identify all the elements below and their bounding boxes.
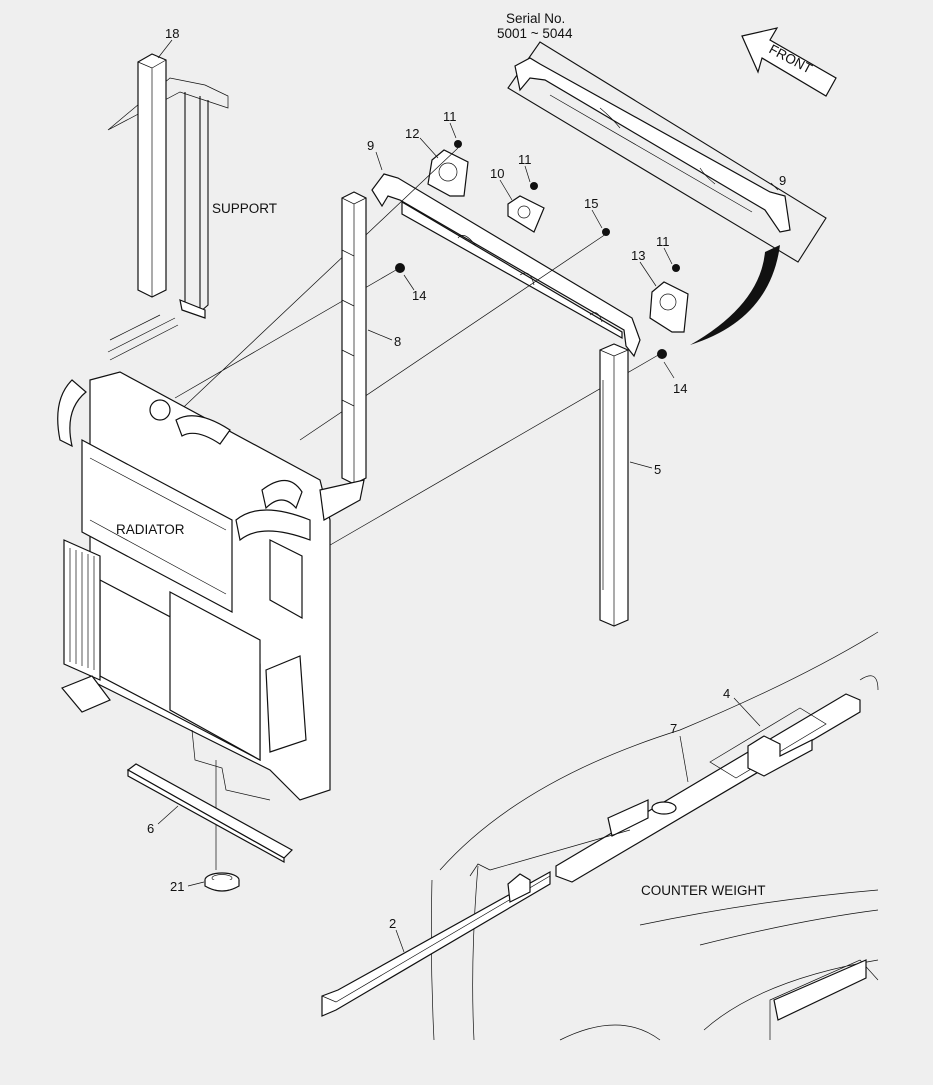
part-10-plate xyxy=(507,195,545,233)
callout-2: 2 xyxy=(389,916,396,931)
bolt-11-a xyxy=(454,140,462,148)
callout-9-frame: 9 xyxy=(367,138,374,153)
part-21-grommet xyxy=(204,872,240,892)
part-18-side-board xyxy=(137,53,167,298)
bolt-14-a xyxy=(395,263,405,273)
front-direction-arrow: FRONT xyxy=(741,27,837,97)
part-7-strip xyxy=(555,693,861,883)
serial-no-label: Serial No. xyxy=(506,11,565,26)
counter-weight-caption: COUNTER WEIGHT xyxy=(641,883,766,898)
serial-range-label: 5001 ~ 5044 xyxy=(497,26,573,41)
callout-21: 21 xyxy=(170,879,184,894)
callout-6: 6 xyxy=(147,821,154,836)
callout-18: 18 xyxy=(165,26,179,41)
callout-7: 7 xyxy=(670,721,677,736)
callout-9-detail: 9 xyxy=(779,173,786,188)
part-4-block xyxy=(709,707,827,779)
bolt-15 xyxy=(602,228,610,236)
callout-8: 8 xyxy=(394,334,401,349)
part-5-side-board xyxy=(599,343,629,627)
callout-4: 4 xyxy=(723,686,730,701)
callout-14-b: 14 xyxy=(673,381,687,396)
part-13-plate xyxy=(649,281,689,333)
serial-detail-box xyxy=(507,41,827,263)
support-frame: SUPPORT xyxy=(107,77,277,361)
callout-15: 15 xyxy=(584,196,598,211)
bolt-11-b xyxy=(530,182,538,190)
support-caption: SUPPORT xyxy=(212,201,277,216)
callout-13: 13 xyxy=(631,248,645,263)
radiator-caption: RADIATOR xyxy=(116,522,185,537)
callout-12: 12 xyxy=(405,126,419,141)
detail-indicator-arrow xyxy=(690,245,780,345)
callout-14-a: 14 xyxy=(412,288,426,303)
radiator-assembly xyxy=(57,371,365,801)
callout-11-a: 11 xyxy=(443,109,457,124)
part-12-plate xyxy=(427,149,469,197)
bolt-14-b xyxy=(657,349,667,359)
bolt-11-c xyxy=(672,264,680,272)
callout-5: 5 xyxy=(654,462,661,477)
part-9-upper-frame xyxy=(371,173,641,358)
callout-11-c: 11 xyxy=(656,234,670,249)
counter-weight-body xyxy=(430,631,879,1041)
part-2-strip xyxy=(321,870,551,1017)
callout-10: 10 xyxy=(490,166,504,181)
callout-11-b: 11 xyxy=(518,152,532,167)
part-6-strip xyxy=(126,763,293,864)
part-8-side-board xyxy=(341,191,367,485)
